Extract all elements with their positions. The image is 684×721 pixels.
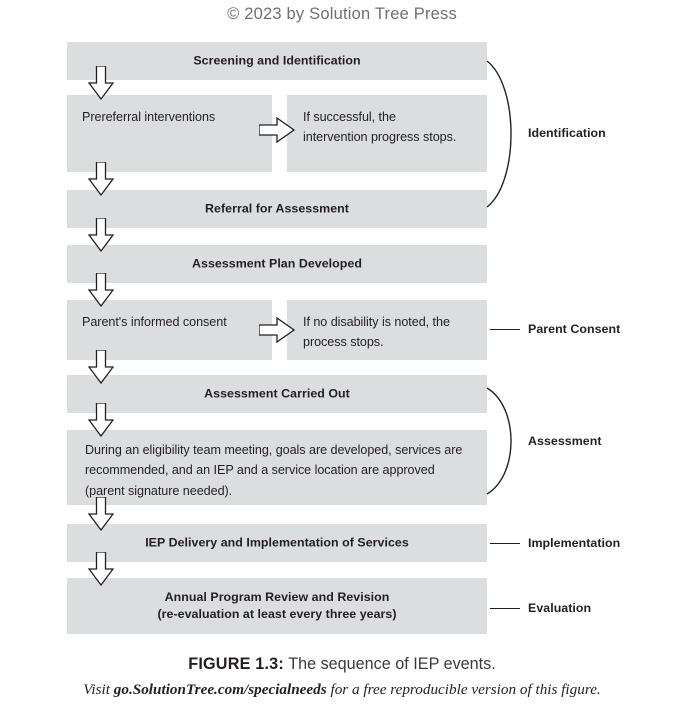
arrow-down-screening-to-prereferral xyxy=(87,65,115,101)
flow-box-eligibility-meeting-label: During an eligibility team meeting, goal… xyxy=(85,443,463,498)
flow-box-assessment-plan: Assessment Plan Developed xyxy=(67,245,487,283)
flow-box-assessment-carried-out: Assessment Carried Out xyxy=(67,375,487,413)
flow-box-prereferral-right xyxy=(287,95,487,172)
figure-caption-text: The sequence of IEP events. xyxy=(283,655,496,673)
flow-box-screening-label: Screening and Identification xyxy=(193,53,361,68)
visit-prefix: Visit xyxy=(83,681,114,698)
reproducible-url[interactable]: go.SolutionTree.com/specialneeds xyxy=(113,681,327,698)
phase-label-evaluation: Evaluation xyxy=(528,601,592,615)
flow-box-annual-review-line2: (re-evaluation at least every three year… xyxy=(157,607,397,621)
arrow-right-consent-to-no-disability xyxy=(258,316,296,344)
flow-box-prereferral-left xyxy=(67,95,272,172)
flow-box-eligibility-meeting xyxy=(67,430,487,505)
flow-box-assessment-plan-label: Assessment Plan Developed xyxy=(192,256,362,271)
flow-box-referral: Referral for Assessment xyxy=(67,190,487,228)
phase-leader-parent-consent xyxy=(490,329,520,330)
arrow-down-eligibility-to-iep-delivery xyxy=(87,496,115,532)
phase-label-parent-consent: Parent Consent xyxy=(528,322,621,336)
flow-box-screening: Screening and Identification xyxy=(67,42,487,80)
phase-bracket-identification xyxy=(485,58,531,210)
phase-label-identification: Identification xyxy=(528,126,606,140)
figure-reproducible-note: Visit go.SolutionTree.com/specialneeds f… xyxy=(0,681,684,699)
flow-box-assessment-carried-out-label: Assessment Carried Out xyxy=(204,386,350,401)
figure-caption: FIGURE 1.3: The sequence of IEP events. xyxy=(0,655,684,674)
flow-box-prereferral-left-label: Prereferral interventions xyxy=(82,110,216,124)
phase-label-implementation: Implementation xyxy=(528,536,621,550)
flow-box-annual-review-label: Annual Program Review and Revision (re-e… xyxy=(67,589,487,623)
figure-number: FIGURE 1.3: xyxy=(188,655,284,673)
flow-box-parent-consent-right-label: If no disability is noted, the process s… xyxy=(303,315,450,350)
flow-box-iep-delivery: IEP Delivery and Implementation of Servi… xyxy=(67,524,487,562)
arrow-down-iep-delivery-to-annual-review xyxy=(87,551,115,587)
phase-label-assessment: Assessment xyxy=(528,434,602,448)
arrow-down-prereferral-to-referral xyxy=(87,161,115,197)
phase-leader-evaluation xyxy=(490,608,520,609)
arrow-down-referral-to-assessment-plan xyxy=(87,217,115,253)
arrow-right-prereferral-to-success xyxy=(258,116,296,144)
flow-box-prereferral-right-label: If successful, the intervention progress… xyxy=(303,110,457,145)
visit-suffix: for a free reproducible version of this … xyxy=(326,681,601,698)
flow-box-parent-consent-right xyxy=(287,300,487,360)
phase-bracket-assessment xyxy=(485,385,531,497)
arrow-down-assessment-plan-to-parent-consent xyxy=(87,272,115,308)
flow-box-parent-consent-left-label: Parent's informed consent xyxy=(82,315,227,329)
arrow-down-assessment-to-eligibility xyxy=(87,402,115,438)
flow-box-referral-label: Referral for Assessment xyxy=(205,201,349,216)
arrow-down-parent-consent-to-assessment xyxy=(87,349,115,385)
flow-box-iep-delivery-label: IEP Delivery and Implementation of Servi… xyxy=(145,535,409,550)
flow-box-annual-review-line1: Annual Program Review and Revision xyxy=(164,589,390,604)
flow-box-annual-review: Annual Program Review and Revision (re-e… xyxy=(67,578,487,634)
phase-leader-implementation xyxy=(490,543,520,544)
copyright-notice: © 2023 by Solution Tree Press xyxy=(227,5,457,23)
